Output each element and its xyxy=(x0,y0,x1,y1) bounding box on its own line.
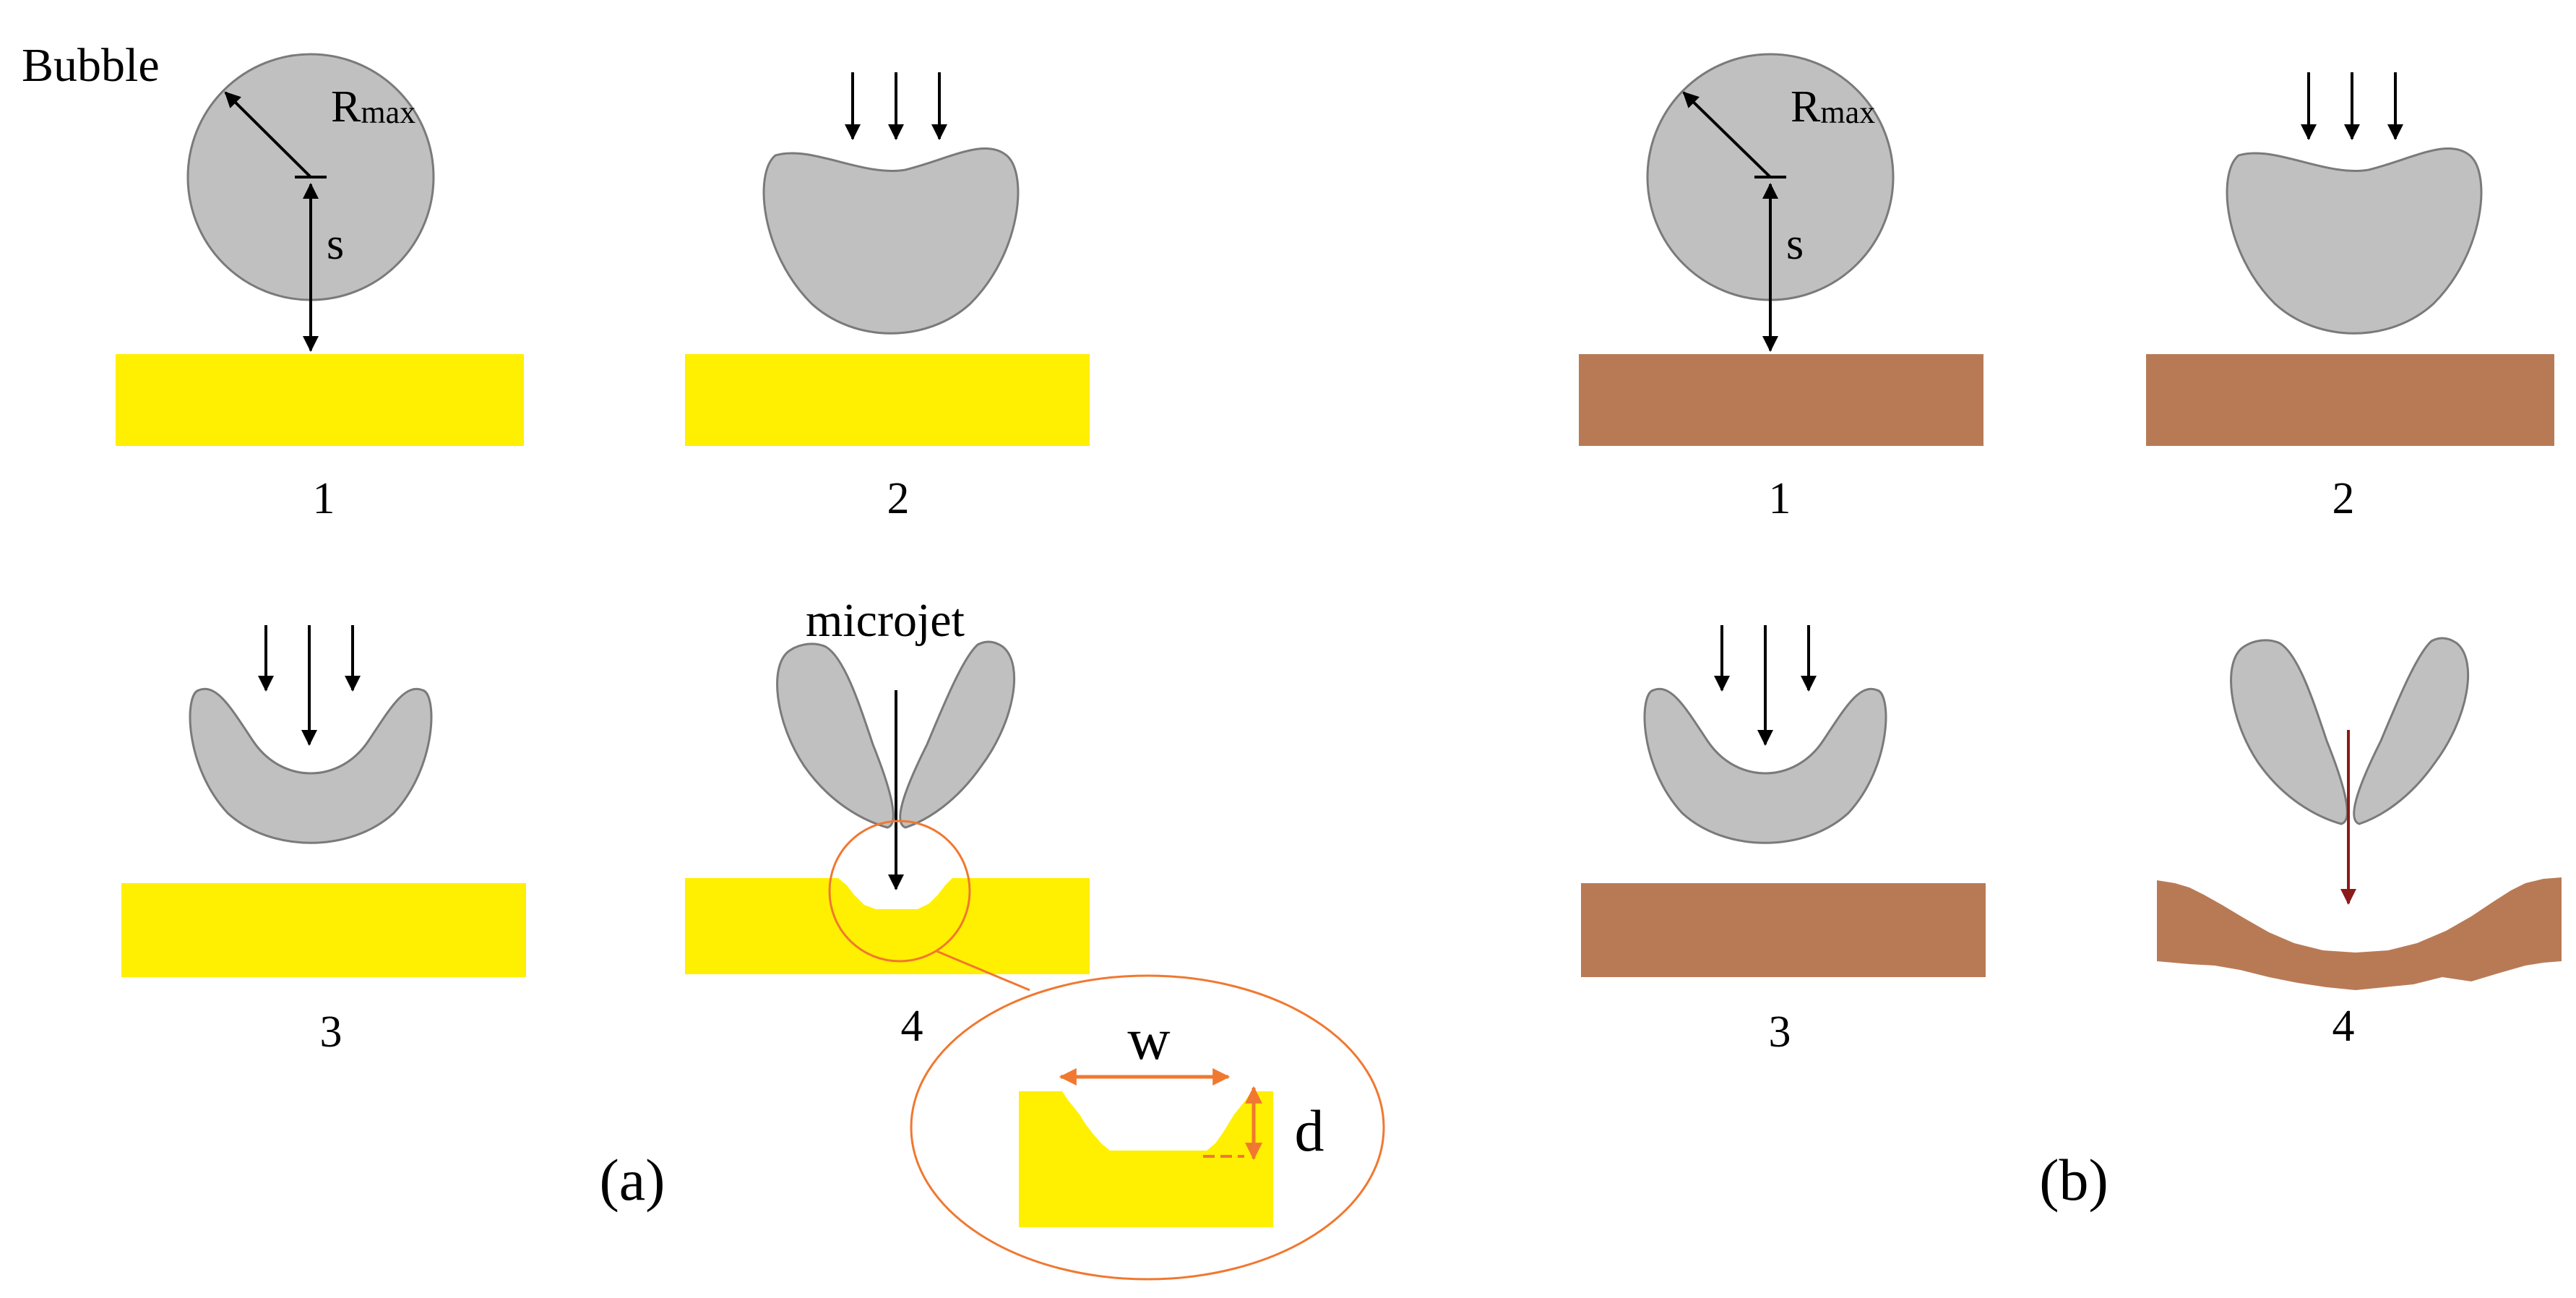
panel-a: Bubble Rmax s 1 2 3 microjet xyxy=(22,39,1385,1281)
substrate-brown xyxy=(1579,354,1983,446)
panel-b-step-4: 4 xyxy=(2157,637,2562,1051)
zoom-source-circle xyxy=(828,820,971,963)
substrate-yellow xyxy=(121,883,526,977)
rmax-label: Rmax xyxy=(331,82,415,132)
panel-b-step-3: 3 xyxy=(1581,625,1986,1057)
zoom-ellipse xyxy=(910,974,1385,1281)
step-number: 2 xyxy=(887,474,910,523)
panel-a-step-1: Bubble Rmax s 1 xyxy=(22,39,524,523)
standoff-label: s xyxy=(327,220,344,269)
panel-a-step-4: microjet 4 xyxy=(685,594,1090,1051)
panel-b-step-1: Rmax s 1 xyxy=(1579,53,1983,523)
rmax-label: Rmax xyxy=(1791,82,1875,132)
width-label: w xyxy=(1127,1006,1170,1072)
bubble-crescent xyxy=(2226,147,2483,335)
step-number: 4 xyxy=(2332,1002,2355,1051)
step-number: 2 xyxy=(2332,474,2355,523)
substrate-brown xyxy=(1581,883,1986,977)
panel-b: Rmax s 1 2 3 4 (b) xyxy=(1579,53,2562,1213)
step-number: 3 xyxy=(320,1007,343,1057)
panel-a-label: (a) xyxy=(599,1147,665,1213)
rmax-arrow xyxy=(224,91,312,179)
step-number: 1 xyxy=(313,474,335,523)
step-number: 4 xyxy=(901,1002,923,1051)
microjet-label: microjet xyxy=(806,594,965,647)
substrate-yellow xyxy=(685,354,1090,446)
panel-a-step-3: 3 xyxy=(121,625,526,1057)
bubble-crescent xyxy=(762,147,1020,335)
zoom-connector xyxy=(936,950,1030,992)
step-number: 1 xyxy=(1769,474,1791,523)
depth-label: d xyxy=(1295,1098,1324,1164)
zoomed-pit xyxy=(1019,1091,1273,1227)
panel-b-step-2: 2 xyxy=(2146,72,2554,523)
substrate-brown xyxy=(2146,354,2554,446)
standoff-label: s xyxy=(1786,220,1804,269)
substrate-yellow xyxy=(116,354,524,446)
zoom-inset: w d xyxy=(910,974,1385,1281)
panel-a-step-2: 2 xyxy=(685,72,1090,523)
substrate-yellow-pitted xyxy=(685,878,1090,974)
substrate-brown-deformed xyxy=(2157,877,2562,990)
panel-b-label: (b) xyxy=(2039,1147,2108,1213)
step-number: 3 xyxy=(1769,1007,1791,1057)
bubble-label: Bubble xyxy=(22,39,160,92)
rmax-arrow xyxy=(1682,91,1772,179)
